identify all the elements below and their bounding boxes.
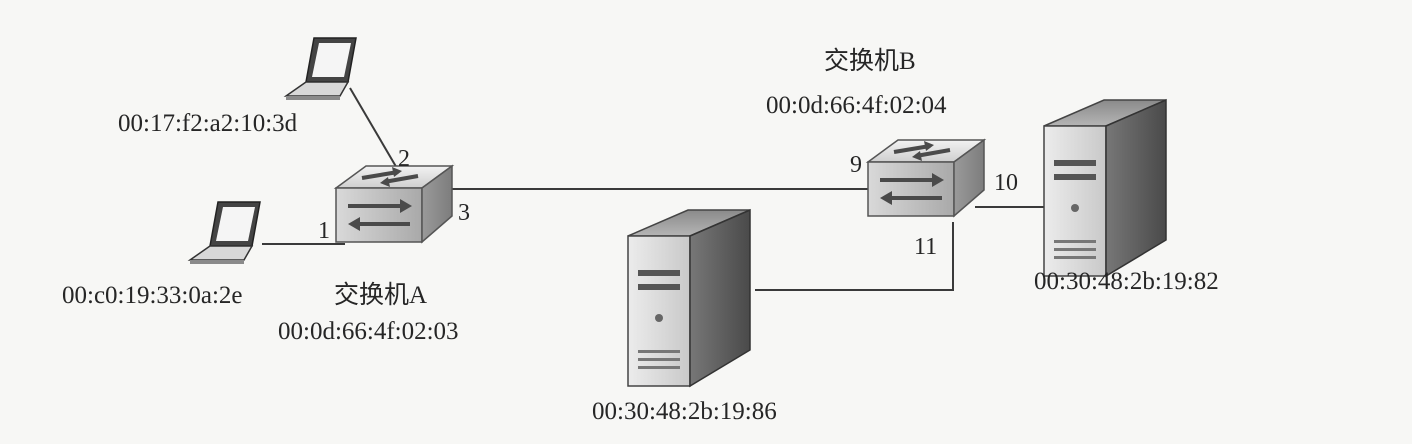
server-center-mac: 00:30:48:2b:19:86 xyxy=(592,398,777,425)
port-label-3: 3 xyxy=(458,200,470,226)
switch-b-mac: 00:0d:66:4f:02:04 xyxy=(766,92,947,119)
switch-a-icon xyxy=(333,164,455,244)
laptop-icon xyxy=(283,37,357,100)
link-laptop-top-switch-a xyxy=(349,87,399,171)
port-label-10: 10 xyxy=(994,170,1018,196)
server-icon xyxy=(1043,98,1167,278)
port-label-1: 1 xyxy=(318,218,330,244)
switch-a-mac: 00:0d:66:4f:02:03 xyxy=(278,318,459,345)
laptop-top-mac: 00:17:f2:a2:10:3d xyxy=(118,110,298,137)
port-label-9: 9 xyxy=(850,152,862,178)
laptop-icon xyxy=(187,201,261,264)
switch-a-name: 交换机A xyxy=(334,282,428,309)
laptop-bottom-mac: 00:c0:19:33:0a:2e xyxy=(62,282,243,309)
port-label-2: 2 xyxy=(398,146,410,172)
links xyxy=(262,87,1046,291)
switch-b-icon xyxy=(865,138,987,218)
port-label-11: 11 xyxy=(914,234,938,260)
server-right-mac: 00:30:48:2b:19:82 xyxy=(1034,268,1219,295)
link-switch-b-server-center xyxy=(755,222,954,291)
server-icon xyxy=(627,208,751,388)
switch-b-name: 交换机B xyxy=(824,48,916,75)
